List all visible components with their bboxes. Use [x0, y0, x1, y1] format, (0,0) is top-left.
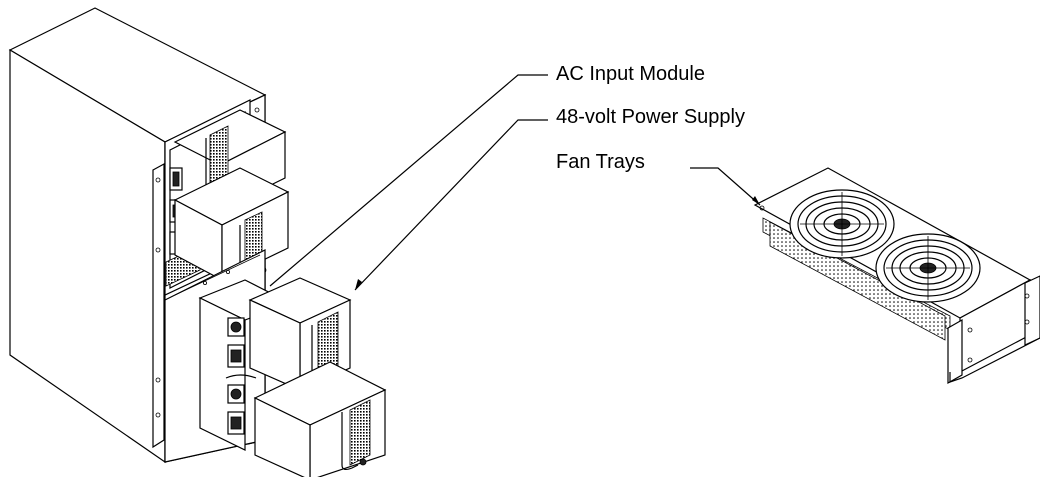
power-supply-leader — [354, 119, 548, 291]
rack-flange — [152, 162, 165, 449]
fan-grille-1 — [789, 189, 895, 259]
power-supply-label: 48-volt Power Supply — [556, 106, 745, 128]
fan-trays-label: Fan Trays — [556, 151, 645, 173]
ac-input-module-label: AC Input Module — [556, 63, 705, 85]
fan-tray-leader — [690, 167, 761, 206]
ac-input-leader — [269, 74, 548, 287]
fan-tray — [753, 167, 1040, 385]
leader-lines — [269, 74, 761, 291]
chassis — [8, 7, 387, 477]
fan-grille-2 — [875, 233, 981, 303]
